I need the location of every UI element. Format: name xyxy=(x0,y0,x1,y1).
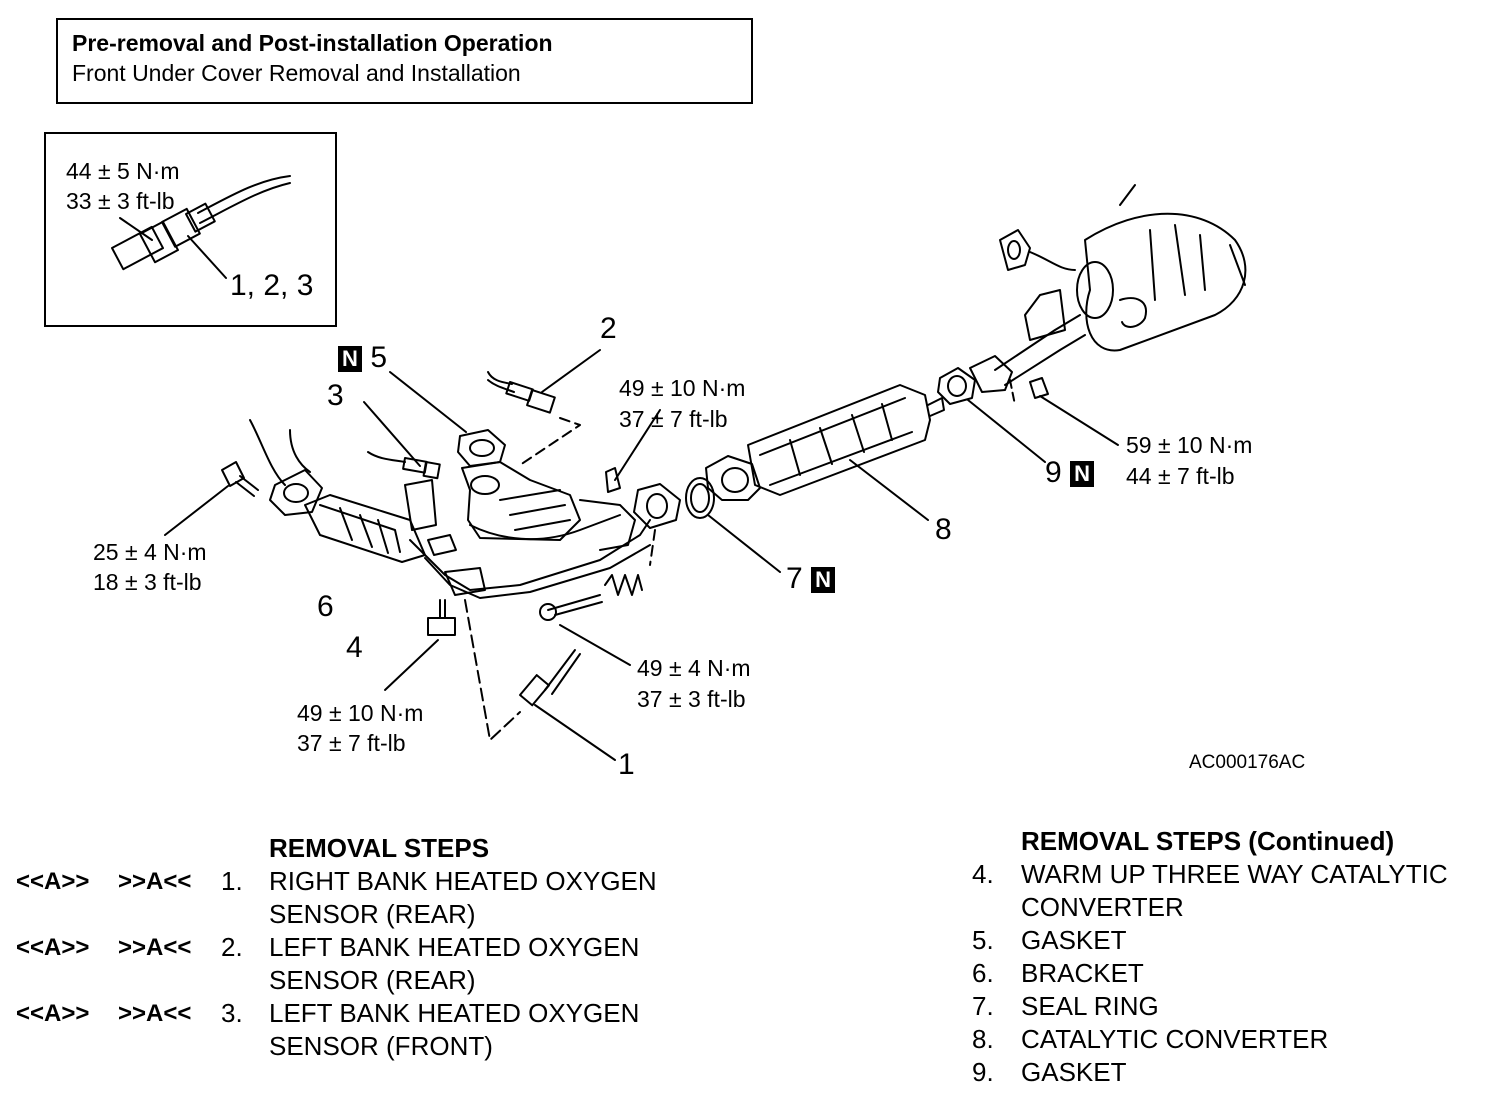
bolt-left-drawing xyxy=(164,461,259,536)
inset-torque-nm: 44 ± 5 N·m xyxy=(66,158,180,184)
pre-removal-subtitle: Front Under Cover Removal and Installati… xyxy=(72,60,521,86)
step-row: 4. WARM UP THREE WAY CATALYTIC xyxy=(972,858,1492,891)
torque-muffler-ftlb: 44 ± 7 ft-lb xyxy=(1126,463,1235,489)
inset-oxygen-sensor-drawing xyxy=(111,175,291,279)
removal-steps-continued: REMOVAL STEPS (Continued) 4. WARM UP THR… xyxy=(972,825,1492,1089)
removal-steps-header-row: REMOVAL STEPS xyxy=(16,832,736,865)
sensor-inset-box xyxy=(44,132,337,327)
step-row: <<A>> >>A<< 3. LEFT BANK HEATED OXYGEN xyxy=(16,997,736,1030)
step-text-cont: SENSOR (REAR) xyxy=(269,965,476,995)
new-part-badge: N xyxy=(338,346,362,373)
new-part-badge: N xyxy=(1070,461,1095,488)
callout-1: 1 xyxy=(618,748,635,781)
step-text-cont: CONVERTER xyxy=(1021,892,1184,922)
callout-9-number: 9 xyxy=(1045,456,1062,489)
step-text: CATALYTIC CONVERTER xyxy=(1021,1024,1329,1054)
callout-7: 7 N xyxy=(786,562,836,595)
step-text: GASKET xyxy=(1021,1057,1127,1087)
step-mark-a: <<A>> xyxy=(16,868,90,895)
removal-steps-heading: REMOVAL STEPS xyxy=(269,833,490,863)
step-mark-b: >>A<< xyxy=(118,868,192,895)
callout-7-number: 7 xyxy=(786,562,803,595)
step-number: 7. xyxy=(972,991,994,1021)
step-text-cont: SENSOR (REAR) xyxy=(269,899,476,929)
spring-bolt-drawing xyxy=(539,409,661,666)
step-mark-b: >>A<< xyxy=(118,1000,192,1027)
step-row-cont: SENSOR (REAR) xyxy=(16,964,736,997)
step-number: 4. xyxy=(972,859,994,889)
torque-nut-ftlb: 37 ± 7 ft-lb xyxy=(619,406,728,432)
callout-6: 6 xyxy=(317,590,334,623)
torque-left-bolt-ftlb: 18 ± 3 ft-lb xyxy=(93,569,202,595)
torque-muffler-nm: 59 ± 10 N·m xyxy=(1126,432,1253,458)
torque-spring-bolt-nm: 49 ± 4 N·m xyxy=(637,655,751,681)
pre-removal-title: Pre-removal and Post-installation Operat… xyxy=(72,30,553,56)
step-text: SEAL RING xyxy=(1021,991,1159,1021)
removal-steps: REMOVAL STEPS <<A>> >>A<< 1. RIGHT BANK … xyxy=(16,832,736,1063)
pre-removal-note: Pre-removal and Post-installation Operat… xyxy=(56,18,753,104)
torque-left-bolt-nm: 25 ± 4 N·m xyxy=(93,539,207,565)
step-text: LEFT BANK HEATED OXYGEN xyxy=(269,932,640,962)
step-number: 5. xyxy=(972,925,994,955)
step-row-cont: CONVERTER xyxy=(972,891,1492,924)
inset-callout: 1, 2, 3 xyxy=(230,269,314,302)
sensor-2-drawing xyxy=(487,349,601,466)
gasket-9-drawing xyxy=(937,367,1046,463)
step-number: 3. xyxy=(221,998,243,1028)
step-row-cont: SENSOR (FRONT) xyxy=(16,1030,736,1063)
step-number: 8. xyxy=(972,1024,994,1054)
torque-spring-bolt-ftlb: 37 ± 3 ft-lb xyxy=(637,686,746,712)
sensor-3-drawing xyxy=(363,401,441,480)
step-row: 5. GASKET xyxy=(972,924,1492,957)
step-text: GASKET xyxy=(1021,925,1127,955)
inset-torque-ftlb: 33 ± 3 ft-lb xyxy=(66,188,175,214)
step-number: 2. xyxy=(221,932,243,962)
step-text-cont: SENSOR (FRONT) xyxy=(269,1031,493,1061)
muffler-drawing xyxy=(969,184,1247,446)
flange-drawing xyxy=(633,477,781,573)
step-row: 7. SEAL RING xyxy=(972,990,1492,1023)
step-text: BRACKET xyxy=(1021,958,1144,988)
removal-steps-cont-header-row: REMOVAL STEPS (Continued) xyxy=(972,825,1492,858)
step-mark-a: <<A>> xyxy=(16,934,90,961)
step-number: 9. xyxy=(972,1057,994,1087)
callout-8: 8 xyxy=(935,513,952,546)
step-text: RIGHT BANK HEATED OXYGEN xyxy=(269,866,657,896)
figure-code: AC000176AC xyxy=(1189,752,1306,773)
callout-9: 9 N xyxy=(1045,456,1095,489)
torque-nut-nm: 49 ± 10 N·m xyxy=(619,375,746,401)
exhaust-diagram xyxy=(111,175,1247,761)
step-number: 6. xyxy=(972,958,994,988)
callout-4: 4 xyxy=(346,631,363,664)
bolt-bottom-drawing xyxy=(384,599,456,691)
step-row: 6. BRACKET xyxy=(972,957,1492,990)
step-number: 1. xyxy=(221,866,243,896)
step-text: WARM UP THREE WAY CATALYTIC xyxy=(1021,859,1448,889)
callout-5: N 5 xyxy=(338,342,387,374)
catalytic-converter-drawing xyxy=(705,384,945,521)
sensor-1-drawing xyxy=(464,599,616,761)
torque-bottom-bolt-nm: 49 ± 10 N·m xyxy=(297,700,424,726)
callout-2: 2 xyxy=(600,312,617,345)
step-mark-a: <<A>> xyxy=(16,1000,90,1027)
torque-bottom-bolt-ftlb: 37 ± 7 ft-lb xyxy=(297,730,406,756)
step-text: LEFT BANK HEATED OXYGEN xyxy=(269,998,640,1028)
step-row: 9. GASKET xyxy=(972,1056,1492,1089)
step-row: <<A>> >>A<< 1. RIGHT BANK HEATED OXYGEN xyxy=(16,865,736,898)
removal-steps-cont-heading: REMOVAL STEPS (Continued) xyxy=(1021,826,1395,856)
front-pipe-drawing xyxy=(249,419,651,599)
right-cat-drawing xyxy=(461,461,636,551)
callout-5-number: 5 xyxy=(370,341,388,374)
step-row: 8. CATALYTIC CONVERTER xyxy=(972,1023,1492,1056)
callout-3: 3 xyxy=(327,379,344,412)
step-mark-b: >>A<< xyxy=(118,934,192,961)
new-part-badge: N xyxy=(811,567,836,594)
step-row-cont: SENSOR (REAR) xyxy=(16,898,736,931)
step-row: <<A>> >>A<< 2. LEFT BANK HEATED OXYGEN xyxy=(16,931,736,964)
